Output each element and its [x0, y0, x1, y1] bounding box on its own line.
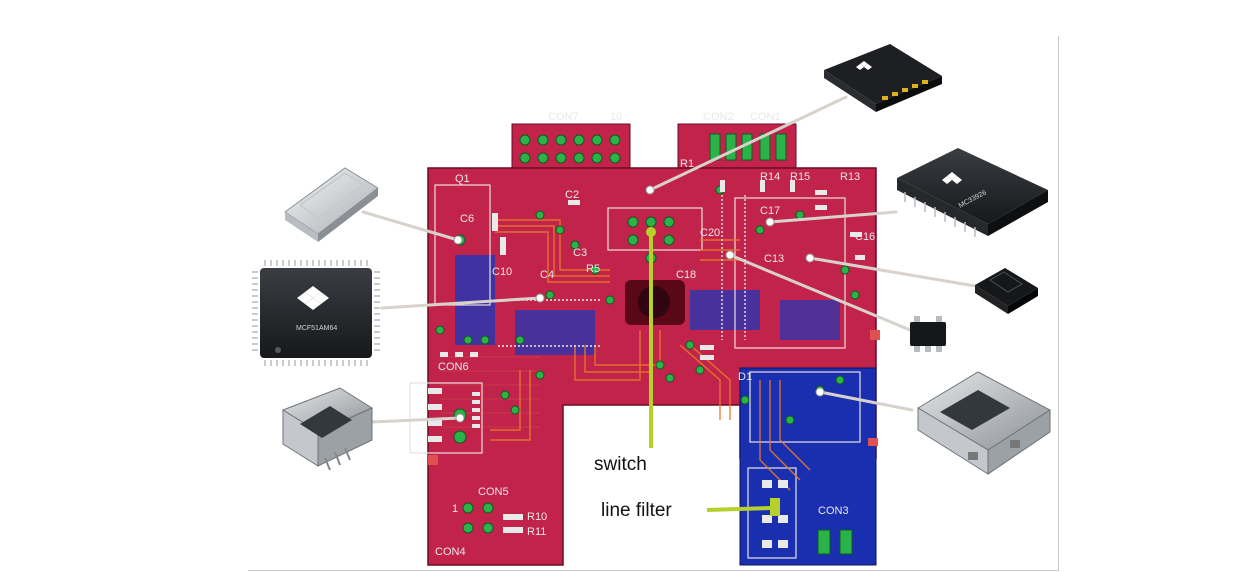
vias	[435, 185, 860, 444]
driver-leads	[904, 192, 976, 237]
silk-outline	[434, 184, 491, 306]
leader-dots	[453, 185, 825, 423]
label-r13: R13	[840, 171, 860, 183]
r10-r11-pads	[503, 514, 523, 533]
board-blue-layer	[739, 367, 877, 566]
label-con7-pin: 10	[610, 111, 622, 123]
freescale-logo-icon	[297, 286, 329, 310]
mcu-marking: MCF51AM64	[296, 325, 337, 332]
label-pin1: 1	[452, 503, 458, 515]
con3-pins	[817, 529, 853, 555]
label-r5: R5	[586, 263, 600, 275]
motor-driver-chip: MC33926	[897, 148, 1048, 237]
callout-switch-label: switch	[594, 454, 647, 475]
small-power-ic	[975, 268, 1038, 314]
label-q1: Q1	[455, 173, 470, 185]
silk-outline	[749, 371, 861, 443]
label-c18: C18	[676, 269, 696, 281]
label-con1: CON1	[750, 111, 781, 123]
label-con5: CON5	[478, 486, 509, 498]
label-c17: C17	[760, 205, 780, 217]
label-r14: R14	[760, 171, 780, 183]
freescale-logo-icon	[856, 61, 872, 70]
line-filter-highlight	[770, 498, 780, 516]
label-d1: D1	[738, 371, 752, 383]
label-con2: CON2	[703, 111, 734, 123]
con5-con4-pins	[462, 502, 494, 534]
blue-zone	[780, 300, 840, 340]
label-c20: C20	[700, 227, 720, 239]
crystal-oscillator	[284, 167, 379, 242]
con2-con1-pads	[709, 133, 787, 161]
label-c4: C4	[540, 269, 554, 281]
label-c6: C6	[460, 213, 474, 225]
mcu-chip: MCF51AM64	[252, 260, 380, 366]
con7-tab	[511, 123, 631, 173]
pcb-board	[409, 123, 880, 566]
label-con3: CON3	[818, 505, 849, 517]
label-r1: R1	[680, 158, 694, 170]
con7-header-pins	[519, 134, 621, 164]
freescale-logo-icon	[942, 172, 962, 184]
blue-zone	[690, 290, 760, 330]
callout-switch: switch	[594, 227, 656, 475]
callout-line-filter-label: line filter	[601, 500, 672, 521]
label-con7: CON7	[548, 111, 579, 123]
microsd-socket	[917, 371, 1051, 475]
label-c10: C10	[492, 266, 512, 278]
label-con4: CON4	[435, 546, 466, 558]
mini-usb-connector	[281, 387, 374, 471]
accelerometer-pads	[882, 80, 928, 100]
usb-footprint-pads	[428, 388, 480, 442]
blue-zone	[515, 310, 595, 355]
sot23-transistor	[910, 316, 946, 352]
center-hole	[638, 286, 670, 318]
accelerometer-chip	[824, 44, 942, 112]
leader-lines	[361, 95, 977, 424]
figure-frame	[248, 36, 1059, 571]
smd-pads	[428, 180, 880, 465]
label-c13: C13	[764, 253, 784, 265]
label-c2: C2	[565, 189, 579, 201]
trace-bundle	[490, 219, 811, 491]
label-con6: CON6	[438, 361, 469, 373]
label-r11: R11	[527, 526, 546, 538]
label-r15: R15	[790, 171, 810, 183]
silk-outline	[747, 467, 797, 559]
callout-line-filter: line filter	[601, 500, 773, 521]
line-filter-footprint	[762, 480, 788, 548]
silkscreen-labels: CON7 10 CON2 CON1 CON6 CON5 CON4 1 R10 R…	[435, 111, 875, 558]
silk-outline	[607, 207, 703, 251]
label-r10: R10	[527, 511, 547, 523]
label-c16: C16	[855, 231, 875, 243]
label-c3: C3	[573, 247, 587, 259]
